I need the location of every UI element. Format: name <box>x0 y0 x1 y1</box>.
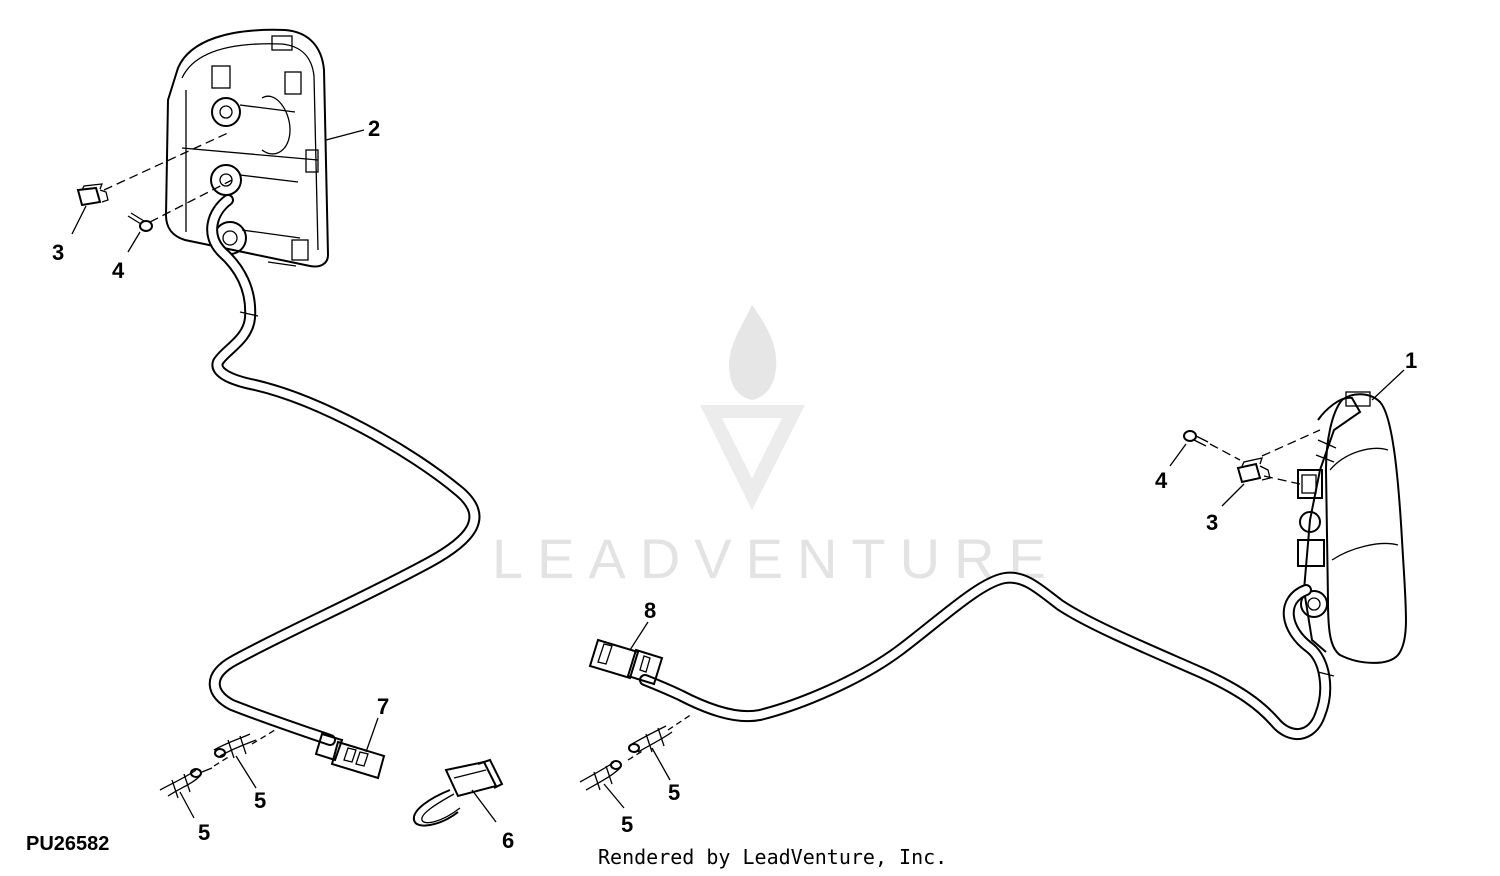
connector-left[interactable] <box>314 732 386 780</box>
tail-light-left[interactable] <box>164 28 330 268</box>
clip-nut-right[interactable] <box>1236 457 1271 484</box>
callout-5-c: 5 <box>621 812 633 837</box>
callout-3-right: 3 <box>1206 510 1218 535</box>
callout-7: 7 <box>377 694 389 719</box>
render-credit: Rendered by LeadVenture, Inc. <box>598 845 947 869</box>
callout-3-left: 3 <box>52 240 64 265</box>
cable-tie-d[interactable] <box>628 725 673 753</box>
watermark: LEADVENTURE <box>492 305 1060 590</box>
callout-1: 1 <box>1405 348 1417 373</box>
callout-8: 8 <box>644 598 656 623</box>
callout-2: 2 <box>368 116 380 141</box>
callout-4-right: 4 <box>1155 468 1168 493</box>
wiring-harness-left <box>206 194 481 746</box>
screw-right[interactable] <box>1183 430 1209 447</box>
connector-right[interactable] <box>588 638 664 686</box>
callout-5-b: 5 <box>254 788 266 813</box>
callout-5-d: 5 <box>668 780 680 805</box>
leader-dashes-ties <box>213 713 693 767</box>
leader-dashes-right <box>1209 429 1321 485</box>
callout-5-a: 5 <box>198 820 210 845</box>
cable-tie-b[interactable] <box>213 733 257 759</box>
cable-tie-c[interactable] <box>579 760 622 791</box>
callout-4-left: 4 <box>112 258 125 283</box>
cable-tie-a[interactable] <box>159 767 213 799</box>
wiring-harness-right <box>639 571 1335 741</box>
figure-id: PU26582 <box>26 833 109 855</box>
leader-dashes-left <box>103 131 233 223</box>
callout-leaders <box>71 129 1405 823</box>
screw-left[interactable] <box>127 212 153 232</box>
jumper-connector[interactable] <box>412 758 504 827</box>
callout-6: 6 <box>502 828 514 853</box>
watermark-wordmark: LEADVENTURE <box>492 527 1060 590</box>
callouts: 1 2 3 3 4 4 5 5 5 5 6 7 8 <box>52 116 1417 853</box>
watermark-flame-logo-icon <box>700 305 805 510</box>
clip-nut-left[interactable] <box>76 183 109 207</box>
